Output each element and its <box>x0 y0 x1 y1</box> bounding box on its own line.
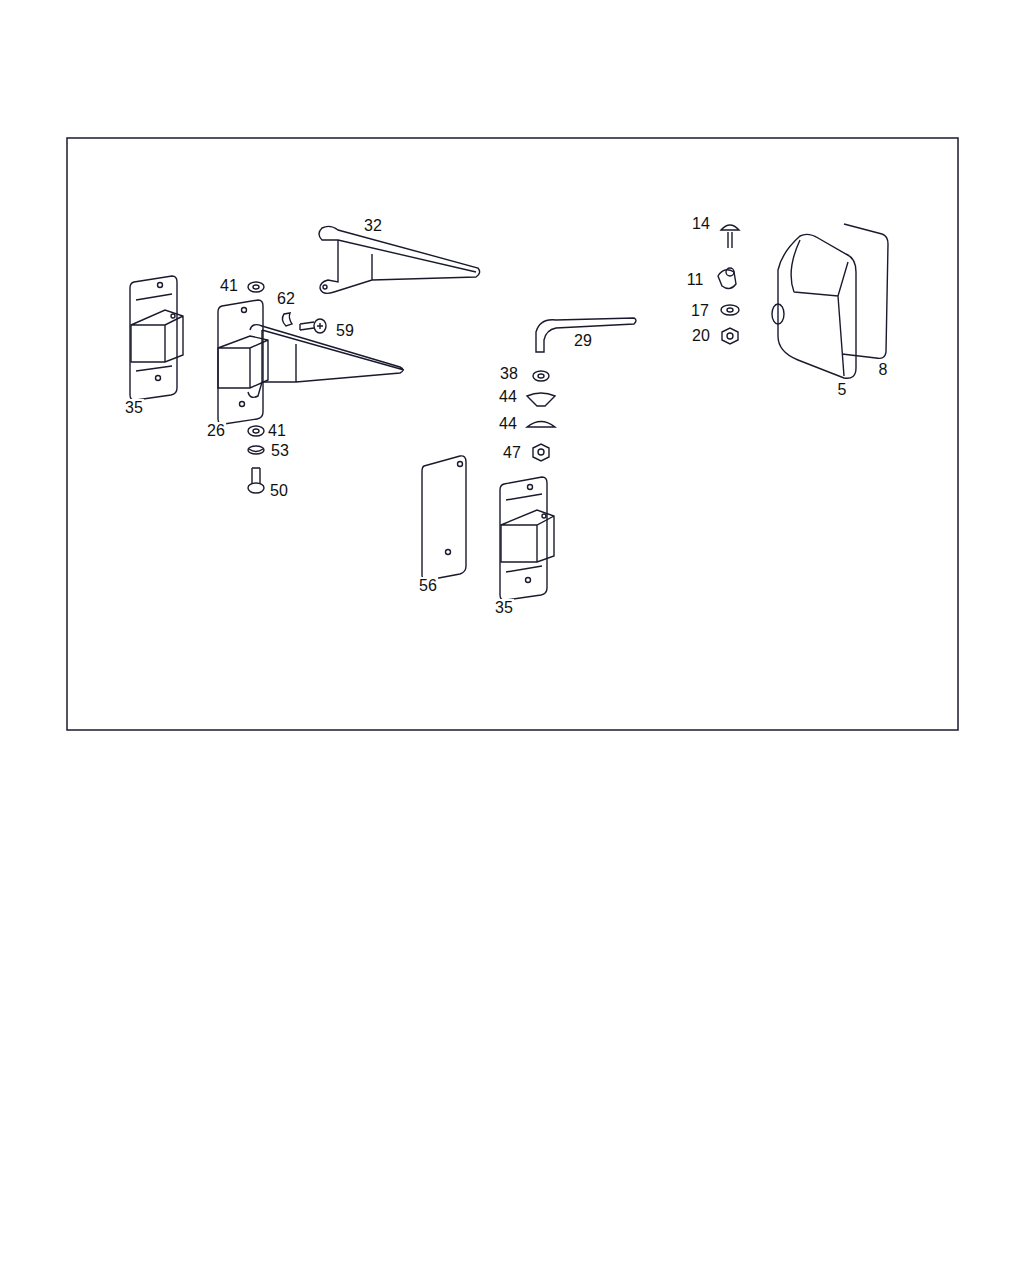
callout-number: 20 <box>691 327 711 345</box>
callout-number: 5 <box>837 381 848 399</box>
callout-number: 53 <box>270 442 290 460</box>
callout-number: 44 <box>498 415 518 433</box>
callout-number: 14 <box>691 215 711 233</box>
callout-number: 35 <box>494 599 514 617</box>
callout-number: 62 <box>276 290 296 308</box>
callout-number: 41 <box>267 422 287 440</box>
callout-number: 38 <box>499 365 519 383</box>
callout-number: 41 <box>219 277 239 295</box>
callout-number: 32 <box>363 217 383 235</box>
callout-number: 44 <box>498 388 518 406</box>
callout-number: 26 <box>206 422 226 440</box>
callout-number: 59 <box>335 322 355 340</box>
callout-number: 8 <box>878 361 889 379</box>
callout-number: 47 <box>502 444 522 462</box>
callout-number: 17 <box>690 302 710 320</box>
callout-number: 35 <box>124 399 144 417</box>
callout-number: 11 <box>686 271 705 289</box>
callout-number: 29 <box>573 332 593 350</box>
callout-number: 56 <box>418 577 438 595</box>
callout-number: 50 <box>269 482 289 500</box>
